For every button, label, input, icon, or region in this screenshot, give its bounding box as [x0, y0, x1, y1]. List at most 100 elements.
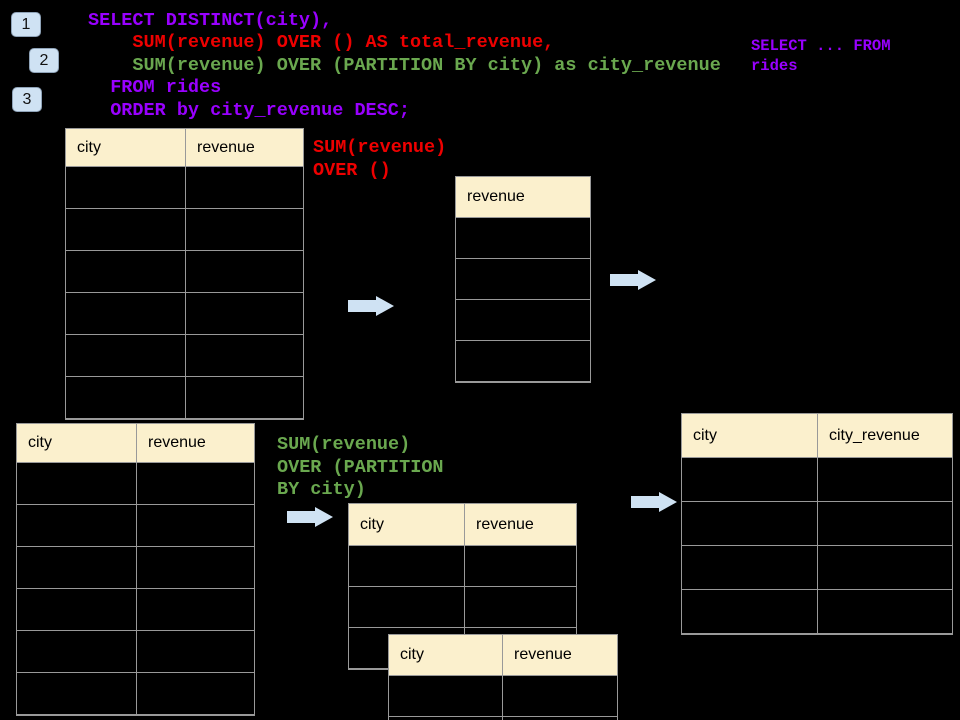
table-row — [66, 377, 303, 419]
table-total-revenue: revenue — [455, 176, 591, 383]
table-cell — [66, 167, 186, 208]
table-cell — [66, 209, 186, 250]
code-line: SELECT DISTINCT(city), — [88, 10, 333, 31]
table-row — [349, 546, 576, 587]
table-row — [456, 341, 590, 382]
table-header-row: city revenue — [66, 129, 303, 167]
table-row — [17, 673, 254, 715]
table-cell — [818, 458, 952, 501]
column-header-city: city — [349, 504, 465, 545]
table-row — [66, 209, 303, 251]
table-header-row: city revenue — [349, 504, 576, 546]
table-cell — [682, 546, 818, 589]
table-cell — [389, 717, 503, 720]
arrow-right-icon — [348, 296, 394, 316]
table-cell — [66, 377, 186, 418]
table-cell — [456, 218, 590, 258]
table-cell — [456, 259, 590, 299]
table-cell — [137, 631, 254, 672]
table-row — [682, 590, 952, 634]
table-cell — [17, 463, 137, 504]
table-row — [456, 259, 590, 300]
column-header-city-revenue: city_revenue — [829, 426, 920, 444]
table-cell — [503, 676, 617, 716]
table-cell — [186, 167, 303, 208]
column-header-city: city — [682, 414, 818, 457]
table-header-row: city revenue — [17, 424, 254, 463]
code-line: FROM rides — [88, 77, 222, 99]
table-cell — [186, 251, 303, 292]
step-badge-2: 2 — [29, 48, 59, 73]
table-cell — [456, 300, 590, 340]
table-row — [66, 167, 303, 209]
step-badge-1: 1 — [11, 12, 41, 37]
table-cell — [137, 463, 254, 504]
table-body — [682, 458, 952, 634]
table-row — [66, 335, 303, 377]
table-row — [456, 218, 590, 259]
table-row — [17, 547, 254, 589]
sql-code-block: SELECT DISTINCT(city), SUM(revenue) OVER… — [88, 10, 721, 122]
table-row — [17, 505, 254, 547]
code-line: SUM(revenue) OVER () AS total_revenue, — [88, 32, 555, 54]
table-cell — [66, 335, 186, 376]
step-badge-label: 1 — [21, 15, 31, 33]
annotation-total-revenue: SUM(revenue) OVER () — [313, 137, 447, 181]
table-row — [17, 631, 254, 673]
table-row — [456, 300, 590, 341]
table-cell — [186, 377, 303, 418]
table-cell — [456, 341, 590, 381]
table-row — [389, 676, 617, 717]
table-cell — [137, 589, 254, 630]
step-badge-label: 3 — [22, 90, 32, 108]
column-header-revenue: revenue — [148, 434, 206, 451]
table-cell — [186, 335, 303, 376]
table-header-row: revenue — [456, 177, 590, 218]
column-header-city: city — [17, 424, 137, 462]
table-body — [66, 167, 303, 419]
step-badge-label: 2 — [39, 51, 49, 69]
table-cell — [389, 676, 503, 716]
table-body — [389, 676, 617, 720]
column-header-revenue: revenue — [514, 646, 572, 663]
table-cell — [818, 546, 952, 589]
table-cell — [137, 505, 254, 546]
table-cell — [186, 209, 303, 250]
column-header-city: city — [389, 635, 503, 675]
table-cell — [17, 547, 137, 588]
table-cell — [349, 587, 465, 627]
table-cell — [66, 293, 186, 334]
table-body — [17, 463, 254, 715]
column-header-city: city — [66, 129, 186, 166]
table-partition-step-1: city revenue — [348, 503, 577, 670]
table-cell — [682, 502, 818, 545]
table-row — [17, 589, 254, 631]
table-rides-bottom: city revenue — [16, 423, 255, 716]
column-header-revenue: revenue — [467, 188, 525, 205]
table-row — [682, 458, 952, 502]
table-header-row: city city_revenue — [682, 414, 952, 458]
arrow-right-icon — [631, 492, 677, 512]
table-row — [682, 502, 952, 546]
table-cell — [186, 293, 303, 334]
table-row — [389, 717, 617, 720]
table-cell — [17, 505, 137, 546]
table-cell — [66, 251, 186, 292]
sql-side-note: SELECT ... FROM rides — [751, 37, 891, 75]
table-cell — [17, 589, 137, 630]
table-cell — [818, 590, 952, 633]
table-row — [66, 293, 303, 335]
table-cell — [465, 587, 576, 627]
table-partition-step-2: city revenue — [388, 634, 618, 720]
table-cell — [818, 502, 952, 545]
step-badge-3: 3 — [12, 87, 42, 112]
table-cell — [137, 547, 254, 588]
column-header-revenue: revenue — [197, 138, 255, 156]
table-cell — [137, 673, 254, 714]
column-header-revenue: revenue — [476, 515, 534, 533]
table-header-row: city revenue — [389, 635, 617, 676]
code-line: SUM(revenue) OVER (PARTITION BY city) as… — [88, 54, 721, 76]
table-cell — [349, 546, 465, 586]
annotation-partition: SUM(revenue) OVER (PARTITION BY city) — [277, 434, 444, 500]
